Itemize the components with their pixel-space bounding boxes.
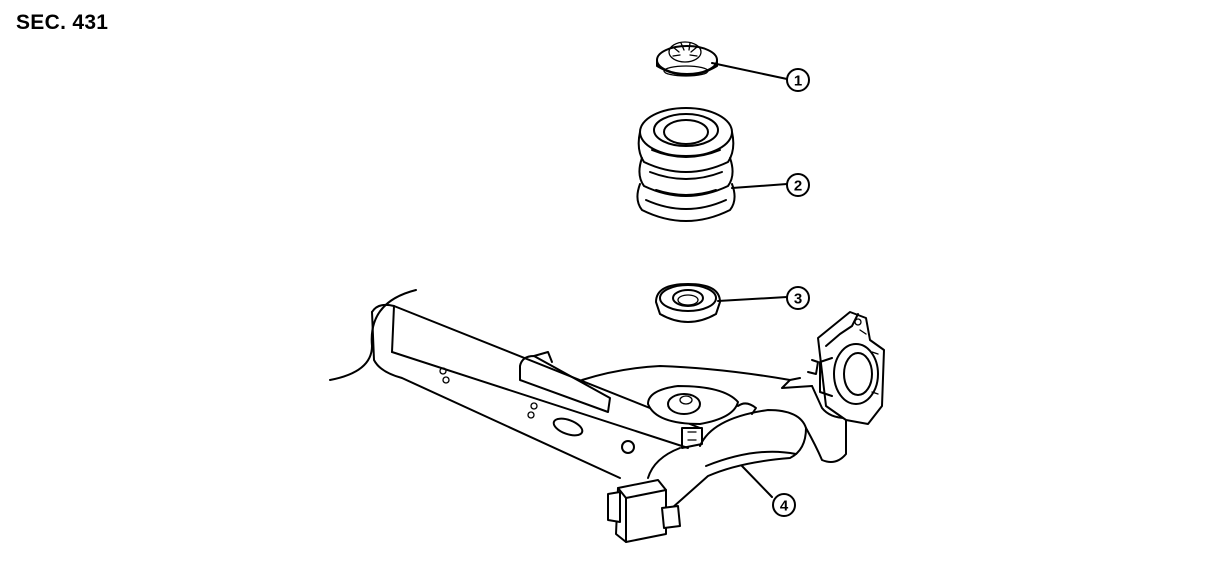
rear-suspension-member <box>329 289 885 543</box>
upper-spring-seat <box>656 41 718 77</box>
callout-2: 2 <box>786 173 810 197</box>
callout-1: 1 <box>786 68 810 92</box>
callout-4: 4 <box>772 493 796 517</box>
leader-lines <box>711 62 788 498</box>
lower-spring-seat <box>655 283 721 323</box>
callout-2-number: 2 <box>794 178 802 195</box>
coil-spring <box>636 107 736 222</box>
callout-3-number: 3 <box>794 291 802 308</box>
callout-4-number: 4 <box>780 498 789 515</box>
section-label: SEC. 431 <box>16 11 109 34</box>
callout-1-number: 1 <box>794 73 802 90</box>
callout-3: 3 <box>786 286 810 310</box>
